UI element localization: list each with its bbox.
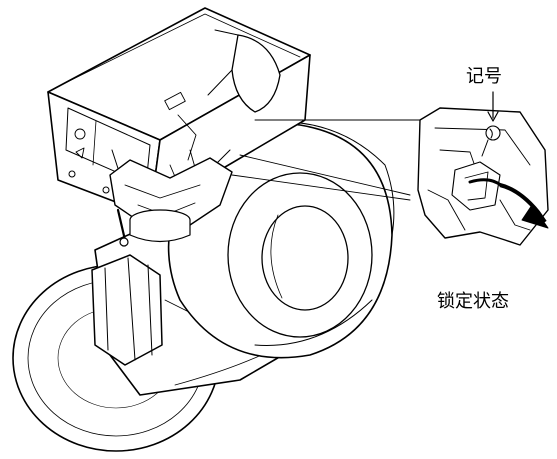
callout-lines: [231, 119, 426, 201]
detail-view: [417, 91, 549, 246]
locked-state-label: 锁定状态: [437, 291, 509, 312]
mark-label: 记号: [466, 66, 502, 87]
actuator-housing: [47, 7, 311, 247]
